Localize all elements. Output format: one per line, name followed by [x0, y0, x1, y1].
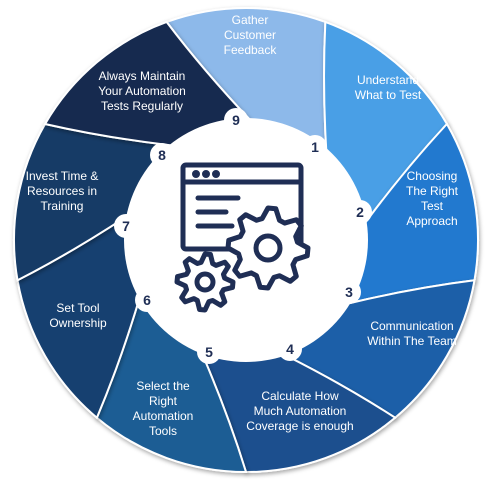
- step-number-badge: [197, 340, 221, 364]
- step-number-badge: [150, 143, 174, 167]
- segment-label-line: Approach: [406, 214, 457, 228]
- step-number-3: 3: [337, 280, 361, 304]
- step-number-9: 9: [224, 108, 248, 132]
- step-number-text: 4: [286, 341, 294, 357]
- segment-label-line: Gather: [232, 13, 269, 27]
- segment-label-line: Tools: [149, 424, 177, 438]
- segment-label-line: Feedback: [224, 43, 278, 57]
- step-number-text: 6: [143, 292, 151, 308]
- segment-label-line: Resources in: [27, 184, 97, 198]
- browser-window-with-gears-icon: [174, 162, 311, 313]
- gear-hole: [253, 233, 283, 263]
- segment-label-line: Automation: [133, 409, 194, 423]
- step-number-text: 7: [122, 218, 130, 234]
- segment-label-line: Tests Regularly: [101, 99, 183, 113]
- step-number-2: 2: [348, 200, 372, 224]
- step-number-text: 8: [158, 147, 166, 163]
- segment-label-line: What to Test: [355, 88, 422, 102]
- segment-label-line: Always Maintain: [99, 69, 186, 83]
- segment-label-line: Coverage is enough: [246, 419, 353, 433]
- step-number-6: 6: [135, 288, 159, 312]
- segment-label-line: Select the: [136, 379, 190, 393]
- segment-label-line: Calculate How: [261, 389, 339, 403]
- step-number-badge: [224, 108, 248, 132]
- segment-label-line: Much Automation: [254, 404, 347, 418]
- segment-label-line: Set Tool: [56, 301, 99, 315]
- segment-label-line: Communication: [370, 319, 453, 333]
- step-number-1: 1: [303, 135, 327, 159]
- step-number-text: 2: [356, 204, 364, 220]
- step-number-text: 1: [311, 139, 319, 155]
- step-number-text: 3: [345, 284, 353, 300]
- gear-hole: [194, 271, 216, 293]
- step-number-badge: [114, 214, 138, 238]
- step-number-5: 5: [197, 340, 221, 364]
- step-number-badge: [135, 288, 159, 312]
- step-number-badge: [278, 337, 302, 361]
- segment-label-line: The Right: [406, 184, 459, 198]
- segment-label-line: Within The Team: [367, 334, 457, 348]
- step-number-text: 5: [205, 344, 213, 360]
- segment-label-line: Choosing: [407, 169, 458, 183]
- gear-icon: [225, 205, 311, 291]
- step-number-badge: [348, 200, 372, 224]
- segment-label-line: Training: [41, 199, 84, 213]
- segment-label-line: Invest Time &: [26, 169, 99, 183]
- step-number-badge: [303, 135, 327, 159]
- segment-label-line: Test: [421, 199, 444, 213]
- segment-label-line: Understand: [357, 73, 419, 87]
- step-number-text: 9: [232, 112, 240, 128]
- segment-label-line: Ownership: [49, 316, 107, 330]
- segment-label-line: Right: [149, 394, 178, 408]
- segment-label-line: Your Automation: [98, 84, 186, 98]
- step-number-badge: [337, 280, 361, 304]
- step-number-8: 8: [150, 143, 174, 167]
- step-number-7: 7: [114, 214, 138, 238]
- gear-icon: [174, 251, 236, 313]
- step-number-4: 4: [278, 337, 302, 361]
- segment-label-line: Customer: [224, 28, 276, 42]
